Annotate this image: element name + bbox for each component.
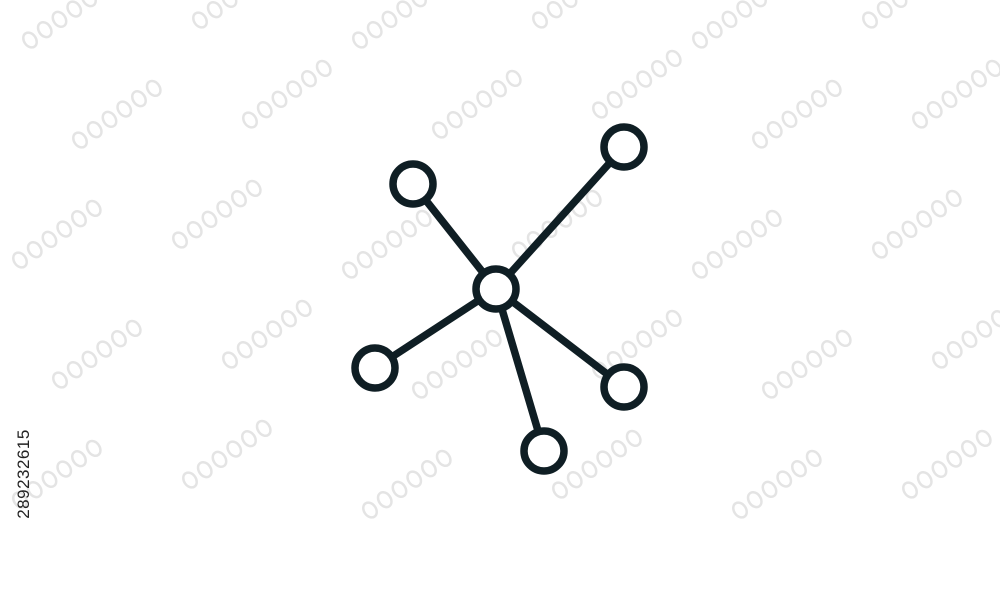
watermark-chain xyxy=(72,79,162,149)
edge-center-to-top-right xyxy=(492,143,628,293)
watermark-chain xyxy=(692,0,767,49)
watermark-chain xyxy=(22,0,97,49)
watermark-chain xyxy=(182,419,272,489)
watermark-chain xyxy=(552,429,642,499)
watermark-chain xyxy=(732,449,822,519)
watermark-chain xyxy=(432,69,522,139)
adobe-stock-watermark xyxy=(12,0,1000,519)
watermark-chain xyxy=(222,299,312,369)
watermark-chain xyxy=(932,310,1000,369)
node-left xyxy=(351,344,399,392)
edge-center-to-left xyxy=(371,285,500,372)
watermark-chain xyxy=(412,329,502,399)
node-right xyxy=(600,363,648,411)
watermark-chain xyxy=(362,449,452,519)
watermark-chain xyxy=(12,199,102,269)
node-bottom xyxy=(520,427,568,475)
watermark-chain xyxy=(902,429,992,499)
watermark-chain xyxy=(872,189,962,259)
watermark-chain xyxy=(762,329,852,399)
watermark-chain xyxy=(862,0,908,29)
watermark-chain xyxy=(192,0,238,29)
watermark-chain xyxy=(352,0,427,49)
node-center xyxy=(472,265,520,313)
watermark-chain xyxy=(912,59,1000,129)
watermark-chain xyxy=(592,49,682,119)
watermark-chain xyxy=(752,79,842,149)
watermark-chain xyxy=(172,179,262,249)
watermark-chain xyxy=(342,209,432,279)
node-top-left xyxy=(389,160,437,208)
watermark-chain xyxy=(12,439,102,509)
stock-id-label: 289232615 xyxy=(14,429,33,519)
edge-center-to-bottom xyxy=(492,285,548,455)
watermark-chain xyxy=(242,59,332,129)
watermark-chain xyxy=(532,0,578,29)
watermark-chain xyxy=(52,319,142,389)
node-top-right xyxy=(600,123,648,171)
edge-center-to-right xyxy=(492,285,628,391)
watermark-chain xyxy=(692,209,782,279)
